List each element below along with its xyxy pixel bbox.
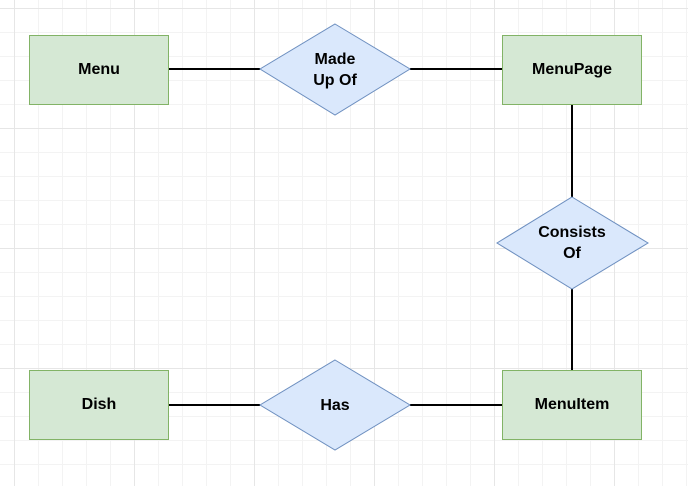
relationship-consists-of-label: Consists Of	[538, 224, 606, 262]
entity-menu[interactable]: Menu	[29, 35, 169, 105]
entity-dish[interactable]: Dish	[29, 370, 169, 440]
relationship-made-up-of-label: Made Up Of	[313, 51, 357, 89]
entity-menu-page[interactable]: MenuPage	[502, 35, 642, 105]
relationship-made-up-of-shape[interactable]	[259, 23, 411, 116]
relationship-consists-of-shape[interactable]	[496, 196, 649, 290]
entity-menu-item[interactable]: MenuItem	[502, 370, 642, 440]
relationship-has-shape[interactable]	[259, 359, 411, 451]
relationship-has-label: Has	[320, 396, 350, 414]
